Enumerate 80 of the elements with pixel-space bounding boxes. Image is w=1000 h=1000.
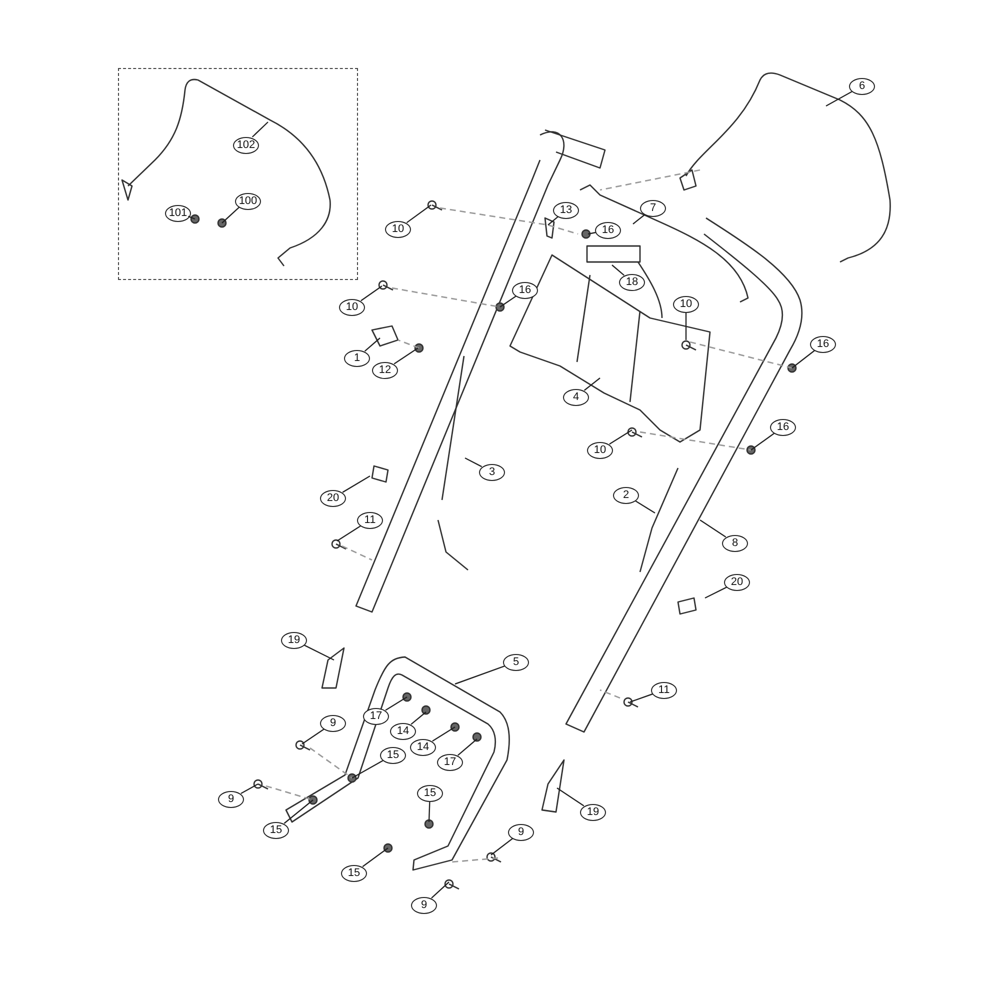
callout-number: 10 bbox=[673, 296, 699, 312]
leader-line bbox=[464, 457, 482, 468]
callout-number: 13 bbox=[553, 202, 579, 218]
callout-number: 17 bbox=[363, 708, 389, 724]
inset-frame bbox=[118, 68, 358, 280]
leader-line bbox=[750, 432, 775, 450]
leader-line bbox=[630, 693, 653, 703]
leader-line bbox=[500, 296, 516, 308]
leader-line bbox=[548, 216, 558, 226]
leader-line bbox=[428, 801, 430, 822]
callout-number: 2 bbox=[613, 486, 639, 504]
leader-line bbox=[336, 525, 362, 542]
callout-number: 16 bbox=[810, 336, 836, 352]
callout-number: 18 bbox=[619, 274, 645, 290]
leader-line bbox=[406, 204, 432, 224]
callout-number: 1 bbox=[344, 350, 370, 366]
leader-line bbox=[490, 838, 513, 856]
callout-number: 19 bbox=[580, 804, 606, 820]
leader-line bbox=[556, 788, 584, 806]
callout-number: 101 bbox=[165, 204, 191, 222]
callout-number: 9 bbox=[320, 714, 346, 732]
callout-number: 11 bbox=[651, 682, 677, 698]
callout-number: 12 bbox=[372, 362, 398, 378]
callout-number: 16 bbox=[770, 418, 796, 436]
leader-line bbox=[342, 475, 370, 493]
callout-number: 9 bbox=[411, 896, 437, 914]
leader-line bbox=[364, 338, 380, 352]
callout-number: 16 bbox=[512, 282, 538, 298]
leader-line bbox=[632, 214, 646, 224]
leader-line bbox=[362, 848, 388, 868]
leader-line bbox=[394, 348, 418, 364]
leader-line bbox=[458, 738, 478, 756]
leader-line bbox=[792, 350, 815, 368]
callout-number: 5 bbox=[503, 654, 529, 670]
callout-number: 14 bbox=[390, 722, 416, 740]
callout-number: 8 bbox=[722, 534, 748, 552]
callout-number: 11 bbox=[357, 512, 383, 528]
callout-number: 4 bbox=[563, 388, 589, 406]
callout-number: 19 bbox=[281, 632, 307, 648]
leader-line bbox=[304, 644, 334, 661]
callout-number: 20 bbox=[724, 574, 750, 590]
callout-number: 100 bbox=[235, 192, 261, 210]
leader-line bbox=[240, 783, 258, 794]
leader-line bbox=[826, 90, 852, 107]
leader-line bbox=[352, 760, 384, 779]
callout-number: 16 bbox=[595, 222, 621, 238]
callout-number: 9 bbox=[508, 824, 534, 840]
leader-line bbox=[612, 264, 624, 276]
leader-line bbox=[432, 726, 456, 742]
callout-number: 15 bbox=[380, 746, 406, 764]
callout-number: 7 bbox=[640, 200, 666, 216]
leader-line bbox=[188, 216, 196, 220]
leader-line bbox=[588, 232, 596, 235]
leader-line bbox=[609, 430, 632, 445]
callout-number: 3 bbox=[479, 464, 505, 480]
leader-line bbox=[431, 882, 450, 899]
callout-number: 15 bbox=[417, 784, 443, 802]
callout-number: 10 bbox=[385, 220, 411, 238]
leader-line bbox=[685, 312, 687, 340]
callout-number: 9 bbox=[218, 790, 244, 808]
callout-number: 10 bbox=[587, 442, 613, 458]
callout-number: 17 bbox=[437, 754, 463, 770]
callout-number: 102 bbox=[233, 136, 259, 154]
callout-number: 6 bbox=[849, 78, 875, 94]
leader-line bbox=[704, 586, 727, 599]
callout-number: 15 bbox=[341, 864, 367, 882]
leader-line bbox=[222, 206, 240, 224]
leader-line bbox=[454, 666, 505, 685]
leader-line bbox=[360, 286, 382, 302]
leader-line bbox=[385, 696, 408, 711]
callout-number: 20 bbox=[320, 490, 346, 506]
leader-line bbox=[700, 520, 726, 538]
leader-line bbox=[302, 728, 324, 744]
callout-number: 15 bbox=[263, 822, 289, 838]
callout-number: 14 bbox=[410, 738, 436, 756]
leader-line bbox=[635, 500, 656, 514]
leader-line bbox=[252, 122, 268, 138]
leader-line bbox=[410, 712, 426, 725]
callout-number: 10 bbox=[339, 298, 365, 316]
leader-line bbox=[584, 378, 600, 391]
